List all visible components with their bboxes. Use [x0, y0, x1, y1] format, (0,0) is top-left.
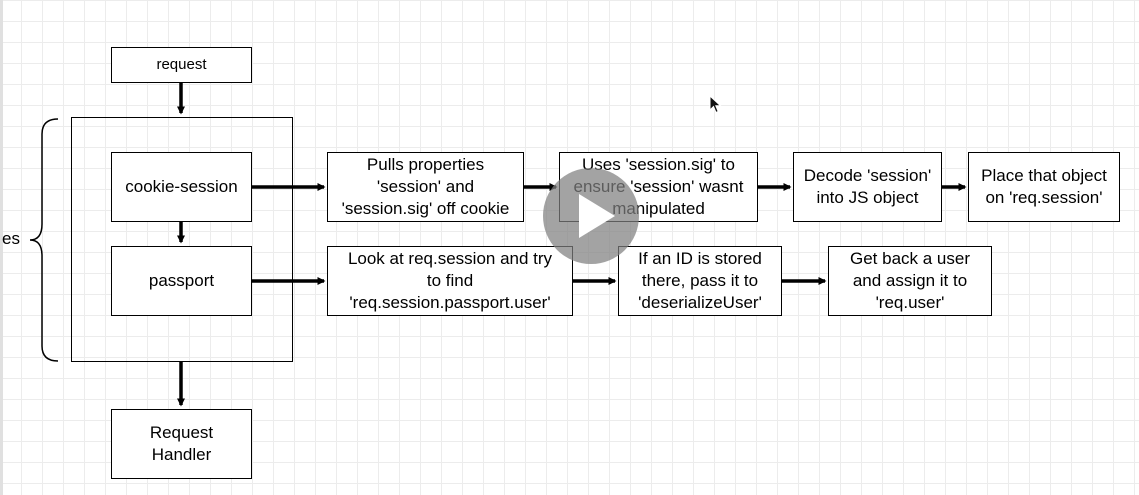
pulls-properties-node: Pulls properties 'session' and 'session.…	[327, 152, 524, 222]
play-icon	[579, 194, 615, 238]
place-object-node: Place that object on 'req.session'	[968, 152, 1120, 222]
cookie-session-node: cookie-session	[111, 152, 252, 222]
curly-brace	[29, 118, 59, 362]
request-node: request	[111, 47, 252, 83]
decode-session-node: Decode 'session' into JS object	[793, 152, 942, 222]
mouse-cursor-icon	[709, 95, 722, 114]
left-edge-divider	[0, 0, 3, 495]
get-back-user-node: Get back a user and assign it to 'req.us…	[828, 246, 992, 316]
middleware-container	[71, 117, 293, 362]
play-button[interactable]	[543, 168, 639, 264]
request-handler-node: Request Handler	[111, 409, 252, 479]
if-id-stored-node: If an ID is stored there, pass it to 'de…	[618, 246, 782, 316]
passport-node: passport	[111, 246, 252, 316]
look-at-session-node: Look at req.session and try to find 'req…	[327, 246, 573, 316]
side-label: es	[2, 229, 20, 248]
